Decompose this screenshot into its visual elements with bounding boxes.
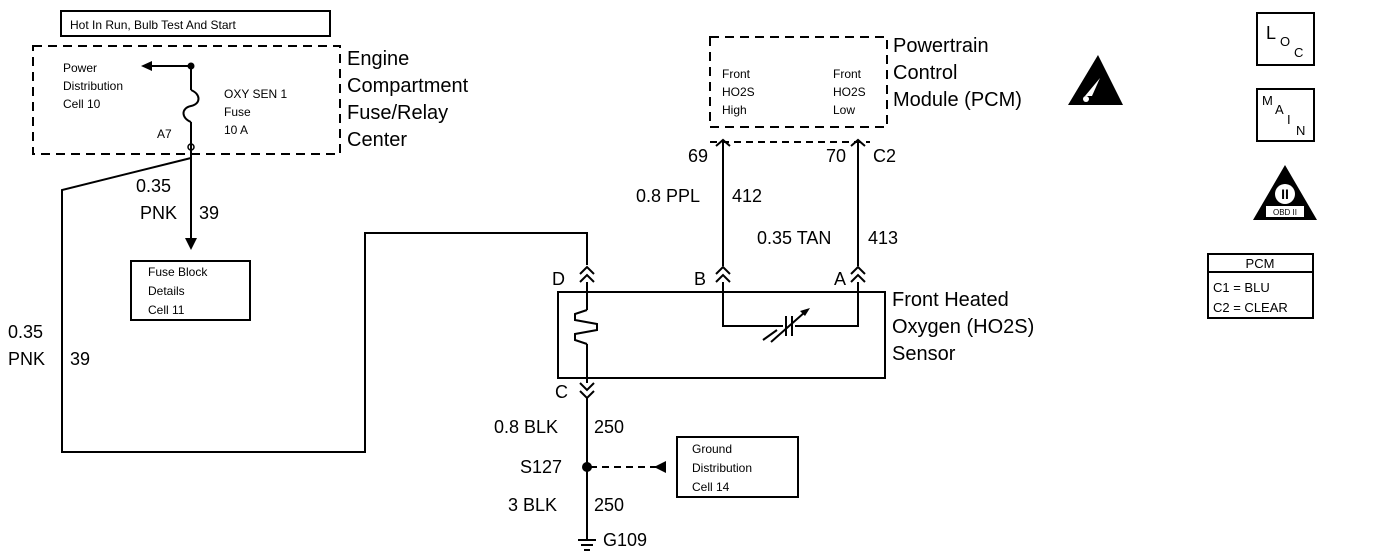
wire-413-circuit: 413	[868, 228, 898, 248]
loc-icon-c: C	[1294, 45, 1303, 60]
arrow-left-icon	[141, 61, 152, 71]
fuse-block-ref-2: Details	[148, 284, 185, 298]
wire-39-gauge: 0.35	[136, 176, 171, 196]
fuse-center-title-3: Fuse/Relay	[347, 102, 448, 124]
ground-dist-ref-1: Ground	[692, 442, 732, 456]
power-dist-label-1: Power	[63, 61, 97, 75]
fuse-center-title-4: Center	[347, 129, 407, 151]
supply-header: Hot In Run, Bulb Test And Start	[60, 10, 331, 37]
wire-250-upper-label: 0.8 BLK	[494, 417, 558, 437]
pcm-pin69-label-2: HO2S	[722, 85, 755, 99]
wire-39-color: PNK	[140, 203, 177, 223]
main-icon-m: M	[1262, 93, 1273, 108]
terminal-a7	[187, 143, 195, 151]
main-icon-n: N	[1296, 123, 1305, 138]
esd-warning-icon	[1068, 55, 1123, 105]
terminal-b-label: B	[694, 269, 706, 289]
terminal-c-label: C	[555, 382, 568, 402]
wire-39-circuit: 39	[199, 203, 219, 223]
terminal-a-label: A	[834, 269, 846, 289]
pcm-pin70-label-1: Front	[833, 67, 862, 81]
wire-250-lower-circuit: 250	[594, 495, 624, 515]
fuse-block-ref: Fuse Block Details Cell 11	[130, 260, 251, 321]
terminal-a7-label: A7	[157, 127, 172, 141]
terminal-d-label: D	[552, 269, 565, 289]
arrow-left-icon	[654, 461, 666, 473]
loc-icon-l: L	[1266, 23, 1276, 43]
pcm-connector-table: PCM C1 = BLU C2 = CLEAR	[1207, 253, 1314, 319]
pcm-connector-label: C2	[873, 146, 896, 166]
pcm-module: Front HO2S High Front HO2S Low Powertrai…	[709, 35, 1022, 128]
pcm-pin70-label-2: HO2S	[833, 85, 866, 99]
main-icon-i: I	[1287, 112, 1291, 127]
sensor-title-2: Oxygen (HO2S)	[892, 316, 1034, 338]
power-dist-label-2: Distribution	[63, 79, 123, 93]
wire-39-run	[61, 157, 588, 453]
power-dist-label-3: Cell 10	[63, 97, 101, 111]
ground-icon	[578, 539, 596, 551]
pcm-pin69-label-3: High	[722, 103, 747, 117]
wire-39b-circuit: 39	[70, 349, 90, 369]
terminal-d-connector-icon	[579, 265, 595, 283]
terminal-c-connector-icon	[579, 382, 595, 400]
pcm-table-row-1: C1 = BLU	[1213, 280, 1270, 295]
wire-412-label: 0.8 PPL	[636, 186, 700, 206]
main-icon-a: A	[1275, 102, 1284, 117]
terminal-a-connector-icon	[850, 265, 866, 283]
pcm-pin69-num: 69	[688, 146, 708, 166]
sensor-title-1: Front Heated	[892, 289, 1009, 311]
ho2s-sensor: Front Heated Oxygen (HO2S) Sensor D B A …	[552, 265, 1034, 402]
fuse-label-3: 10 A	[224, 123, 248, 137]
pcm-title-3: Module (PCM)	[893, 89, 1022, 111]
main-icon: M A I N	[1256, 88, 1315, 142]
pcm-pin70-num: 70	[826, 146, 846, 166]
fuse-label-2: Fuse	[224, 105, 251, 119]
ground-label: G109	[603, 530, 647, 550]
ground-dist-ref: Ground Distribution Cell 14	[676, 436, 799, 498]
wire-250-upper-circuit: 250	[594, 417, 624, 437]
obd-ii-icon: II OBD II	[1253, 165, 1317, 220]
splice-label: S127	[520, 457, 562, 477]
loc-icon-o: O	[1280, 34, 1290, 49]
obd-ii-numeral: II	[1281, 186, 1289, 202]
ground-dist-ref-2: Distribution	[692, 461, 752, 475]
terminal-b-connector-icon	[715, 265, 731, 283]
fuse-block-ref-3: Cell 11	[148, 303, 185, 317]
loc-icon: L O C	[1256, 12, 1315, 66]
wire-39b-gauge: 0.35	[8, 322, 43, 342]
fuse-relay-center: Engine Compartment Fuse/Relay Center Pow…	[32, 45, 469, 240]
wire-39b-color: PNK	[8, 349, 45, 369]
pcm-title-1: Powertrain	[893, 35, 989, 57]
pcm-table-row-2: C2 = CLEAR	[1213, 300, 1288, 315]
wire-413-label: 0.35 TAN	[757, 228, 831, 248]
splice-s127-dot	[582, 462, 592, 472]
sensor-title-3: Sensor	[892, 343, 956, 365]
fuse-label-1: OXY SEN 1	[224, 87, 287, 101]
fuse-block-ref-1: Fuse Block	[148, 265, 208, 279]
wire-412-circuit: 412	[732, 186, 762, 206]
pin-69-connector-icon	[715, 138, 731, 147]
fuse-center-title-2: Compartment	[347, 75, 469, 97]
pcm-table-title: PCM	[1246, 256, 1275, 271]
pcm-pin70-label-3: Low	[833, 103, 855, 117]
oxygen-sensing-element-icon	[762, 308, 810, 343]
wire-250-lower-label: 3 BLK	[508, 495, 557, 515]
ground-dist-ref-3: Cell 14	[692, 480, 730, 494]
pcm-pin69-label-1: Front	[722, 67, 751, 81]
pcm-title-2: Control	[893, 62, 957, 84]
arrow-down-icon	[185, 238, 197, 250]
fuse-center-title-1: Engine	[347, 48, 409, 70]
heater-element-icon	[574, 309, 598, 345]
pin-70-connector-icon	[850, 138, 866, 147]
supply-header-label: Hot In Run, Bulb Test And Start	[70, 18, 237, 32]
obd-ii-label: OBD II	[1273, 208, 1297, 217]
fuse-icon	[182, 89, 200, 123]
